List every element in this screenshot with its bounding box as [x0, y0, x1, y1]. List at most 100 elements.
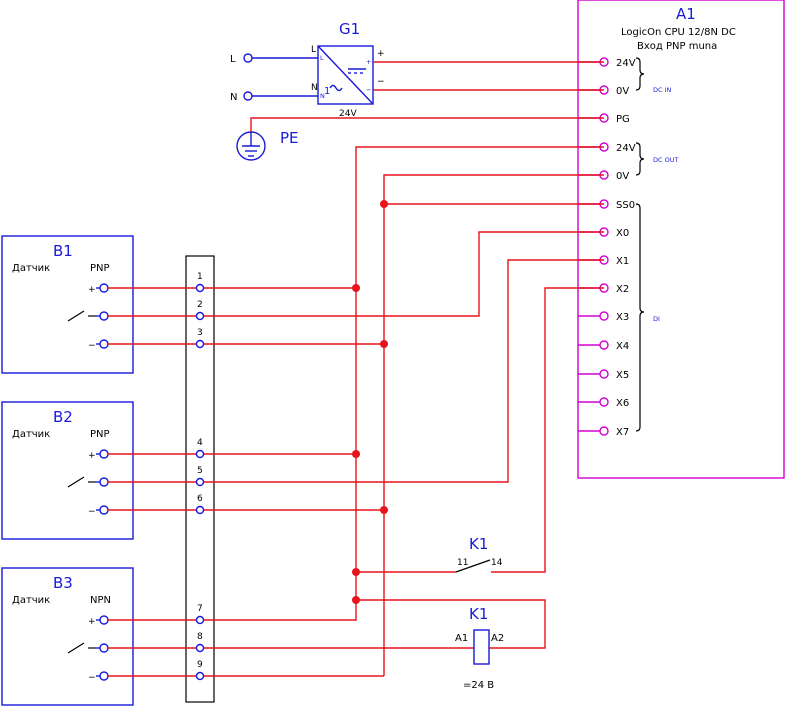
sensor-box [1, 567, 134, 706]
terminal-number: 9 [197, 660, 203, 670]
sensor-tag: B2 [53, 408, 73, 426]
controller-pin-label: X2 [616, 284, 629, 295]
terminal-block-frame [185, 255, 215, 703]
relay-coil-box [473, 629, 490, 665]
sensor-desc: Датчик [12, 263, 50, 274]
svg-text:+: + [88, 285, 96, 295]
controller-pin-label: X0 [616, 228, 629, 239]
sensor-tag: B3 [53, 574, 73, 592]
controller-pin-label: X3 [616, 312, 629, 323]
ground-pe: PE [236, 129, 299, 161]
relay-coil-voltage: =24 B [463, 680, 494, 691]
switch-icon [67, 310, 85, 322]
sensor-terminal [99, 477, 109, 487]
power-supply-g1: G1 1 24V L N L N + − + − L N [230, 20, 385, 119]
svg-text:−: − [88, 673, 96, 683]
power-supply-voltage: 24V [339, 109, 357, 119]
relay-contact-tag: K1 [469, 535, 488, 553]
contact-blade [455, 559, 491, 573]
controller-input-type: Вход PNP muna [637, 41, 717, 52]
relay-contact-k1: K1 11 14 [455, 535, 503, 573]
switch-icon [67, 642, 85, 654]
svg-text:−: − [88, 341, 96, 351]
svg-text:L: L [311, 45, 316, 55]
controller-pin-terminal [599, 369, 609, 379]
group-dc-out: DC OUT [653, 156, 678, 164]
input-n-terminal [243, 91, 253, 101]
terminal-number: 8 [197, 632, 203, 642]
controller-pin-terminal [599, 311, 609, 321]
sensor-box [1, 401, 134, 540]
terminal-screw [195, 339, 205, 349]
terminal-number: 1 [197, 272, 203, 282]
group-di: DI [653, 315, 660, 323]
sensor-terminal [99, 449, 109, 459]
sensor-terminal [99, 615, 109, 625]
svg-text:+: + [366, 58, 371, 66]
svg-text:+: + [377, 49, 385, 59]
svg-text:N: N [320, 92, 325, 100]
svg-text:1: 1 [324, 86, 330, 97]
controller-pin-label: SS0 [616, 200, 635, 211]
sensor-terminal [99, 283, 109, 293]
svg-text:11: 11 [457, 558, 468, 568]
sensor-terminal [99, 339, 109, 349]
controller-pin-label: X5 [616, 370, 629, 381]
sensor-type: PNP [90, 429, 110, 440]
svg-text:+: + [88, 451, 96, 461]
terminal-number: 6 [197, 494, 203, 504]
switch-icon [67, 476, 85, 488]
wires [108, 61, 604, 677]
input-l-terminal [243, 53, 253, 63]
controller-pin-label: X1 [616, 256, 629, 267]
svg-text:N: N [311, 83, 318, 93]
terminal-number: 5 [197, 466, 203, 476]
controller-pin-label: 0V [616, 86, 629, 97]
terminal-screw [195, 643, 205, 653]
sensor-terminal [99, 643, 109, 653]
controller-pin-label: 24V [616, 58, 636, 69]
terminal-number: 7 [197, 604, 203, 614]
power-supply-tag: G1 [339, 20, 360, 38]
sensor-type: PNP [90, 263, 110, 274]
controller-pin-terminal [599, 340, 609, 350]
controller-box [577, 0, 785, 479]
svg-text:14: 14 [491, 558, 503, 568]
controller-pin-terminal [599, 426, 609, 436]
sensor-type: NPN [90, 595, 111, 606]
svg-text:−: − [377, 77, 385, 87]
group-dc-in: DC IN [653, 86, 672, 94]
controller-pin-label: 0V [616, 171, 629, 182]
terminal-screw [195, 283, 205, 293]
power-supply-box [317, 45, 374, 105]
controller-pin-label: X4 [616, 341, 629, 352]
sensor-terminal [99, 505, 109, 515]
svg-text:A1: A1 [455, 633, 468, 644]
controller-pin-terminal [599, 397, 609, 407]
controller-pin-label: 24V [616, 143, 636, 154]
terminal-screw [195, 311, 205, 321]
sensor-terminal [99, 311, 109, 321]
sensor-desc: Датчик [12, 429, 50, 440]
pe-label: PE [280, 129, 299, 147]
controller-pin-label: PG [616, 114, 630, 125]
controller-a1: A1 LogicOn CPU 12/8N DC Вход PNP muna 24… [577, 0, 785, 479]
sensor-tag: B1 [53, 242, 73, 260]
sensor-terminal [99, 671, 109, 681]
terminal-screw [195, 671, 205, 681]
relay-coil-k1: K1 A1 A2 =24 B [455, 605, 504, 691]
terminal-screw [195, 449, 205, 459]
svg-text:−: − [366, 86, 371, 94]
terminal-screw [195, 505, 205, 515]
controller-tag: A1 [676, 5, 696, 23]
terminal-screw [195, 615, 205, 625]
svg-text:L: L [320, 54, 324, 62]
terminal-number: 2 [197, 300, 203, 310]
sensor-box [1, 235, 134, 374]
svg-text:−: − [88, 507, 96, 517]
